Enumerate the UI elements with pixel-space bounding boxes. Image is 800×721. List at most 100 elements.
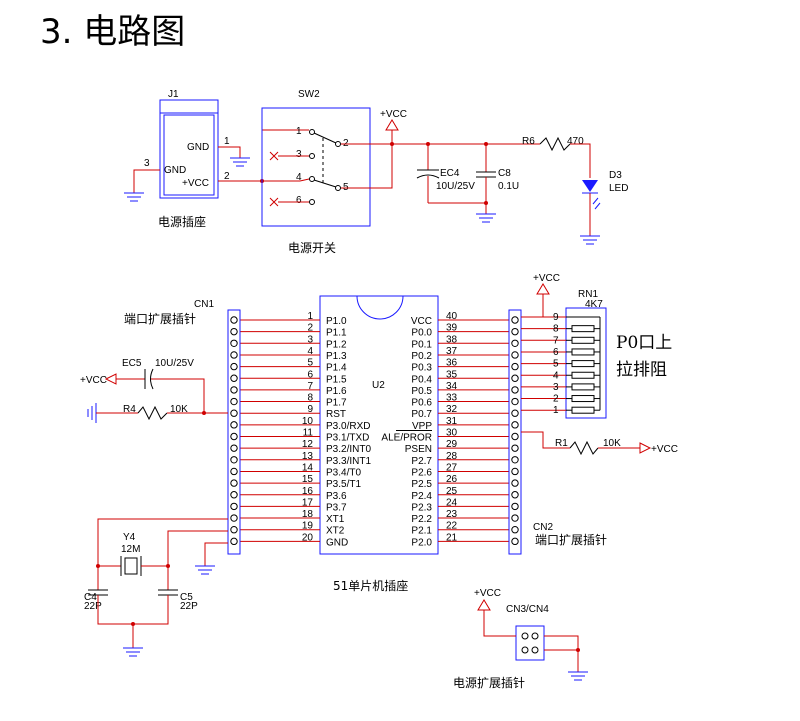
header-pin [230, 327, 238, 336]
vcc-label: +VCC [380, 109, 407, 120]
header-pin [511, 339, 519, 347]
pin-name: P3.7 [326, 502, 347, 513]
j1-gnd-a: GND [187, 142, 209, 153]
capacitor-c8: C8 0.1U [476, 142, 519, 214]
pin-number: 35 [446, 369, 458, 380]
resistor-r6: R6 470 [522, 136, 584, 152]
header-pin [230, 432, 238, 441]
capacitor-ec4: EC4 10U/25V [416, 142, 475, 203]
pin-number: 9 [307, 404, 313, 415]
sw2-p4: 4 [296, 172, 302, 183]
pin-name: P2.3 [411, 502, 432, 513]
pin-name: P1.2 [326, 339, 347, 350]
header-pin [511, 432, 519, 441]
power-switch-caption: 电源开关 [288, 241, 336, 255]
j1-pin3: 3 [144, 158, 150, 169]
header-pin [230, 362, 238, 371]
rn1-resistor [571, 395, 595, 403]
cn2-ref: CN2 [533, 522, 553, 533]
pin-number: 23 [446, 509, 458, 520]
rn1-resistor [571, 371, 595, 379]
power-jack-j1: J1 GND GND +VCC 1 2 3 电源插座 [144, 89, 230, 229]
pin-number: 20 [302, 532, 314, 543]
pin-name: P3.3/INT1 [326, 456, 371, 467]
pin-name: P2.0 [411, 537, 432, 548]
header-pin [230, 467, 238, 476]
pin-number: 39 [446, 323, 458, 334]
ground-symbol [230, 157, 250, 167]
r1-ref: R1 [555, 438, 568, 449]
rn1-pin-number: 5 [553, 359, 559, 370]
rn1-caption-2: 拉排阻 [616, 360, 667, 380]
pin-number: 36 [446, 358, 458, 369]
resistor-r4: R4 10K [87, 403, 228, 423]
rn1-pin-number: 6 [553, 347, 559, 358]
c4-ref: C4 [84, 592, 97, 603]
j1-vcc: +VCC [182, 178, 209, 189]
pin-name: P0.0 [411, 328, 432, 339]
header-pin [230, 526, 238, 534]
j1-pin2: 2 [224, 171, 230, 182]
pin-name: XT1 [326, 514, 345, 525]
cn34-ref: CN3/CN4 [506, 604, 549, 615]
pin-name: P3.5/T1 [326, 479, 361, 490]
led-d3: D3 LED [582, 170, 628, 210]
rn1-pin-number: 2 [553, 394, 559, 405]
mcu-caption: 51单片机插座 [333, 578, 408, 593]
r6-value: 470 [567, 136, 584, 147]
pin-name: P1.1 [326, 328, 347, 339]
pin-number: 14 [302, 462, 314, 473]
header-pin [511, 467, 519, 476]
rn1-pin-number: 4 [553, 370, 559, 381]
resistor-r1: R1 10K +VCC [521, 431, 678, 456]
rn1-caption-1: P0口上 [616, 333, 672, 353]
pin-number: 8 [307, 393, 313, 404]
header-pin [511, 386, 519, 394]
rn1-pin-number: 3 [553, 382, 559, 393]
rn1-resistor [571, 406, 595, 414]
pin-name: P1.0 [326, 316, 347, 327]
header-pin [230, 479, 238, 487]
r4-ref: R4 [123, 404, 136, 415]
rn1-resistor [571, 348, 595, 356]
pin-name: P2.2 [411, 514, 432, 525]
pin-number: 25 [446, 486, 458, 497]
capacitor-c4: C4 22P [84, 589, 108, 612]
pin-number: 24 [446, 497, 458, 508]
rn1-resistor [571, 360, 595, 368]
r1-value: 10K [603, 438, 621, 449]
sw2-p1: 1 [296, 126, 302, 137]
pin-name: ALE/PROR [381, 433, 432, 444]
u2-ref: U2 [372, 380, 385, 391]
pin-name: GND [326, 537, 348, 548]
pin-number: 19 [302, 521, 314, 532]
pin-name: PSEN [405, 444, 432, 455]
header-pin [511, 491, 519, 499]
ground-symbol [124, 192, 144, 202]
header-pin [511, 327, 519, 336]
header-pin [230, 421, 238, 429]
pin-name: P0.7 [411, 409, 432, 420]
ground-symbol [476, 213, 496, 223]
cn34-vcc: +VCC [474, 588, 501, 599]
header-pin [511, 421, 519, 429]
pin-name: P3.2/INT0 [326, 444, 371, 455]
capacitor-c5: C5 22P [158, 589, 198, 612]
pin-number: 2 [307, 323, 313, 334]
vcc-arrow [536, 283, 550, 295]
rn1-ref: RN1 [578, 289, 598, 300]
j1-ref: J1 [168, 89, 179, 100]
page-title: 3. 电路图 [40, 12, 185, 52]
ec5-value: 10U/25V [155, 358, 194, 369]
pin-name: P0.6 [411, 398, 432, 409]
header-pin [230, 537, 238, 546]
r6-ref: R6 [522, 136, 535, 147]
header-pin [230, 491, 238, 499]
c5-value: 22P [180, 601, 198, 612]
pin-name: P2.6 [411, 467, 432, 478]
pin-number: 28 [446, 451, 458, 462]
cn1-caption: 端口扩展插针 [124, 311, 196, 326]
